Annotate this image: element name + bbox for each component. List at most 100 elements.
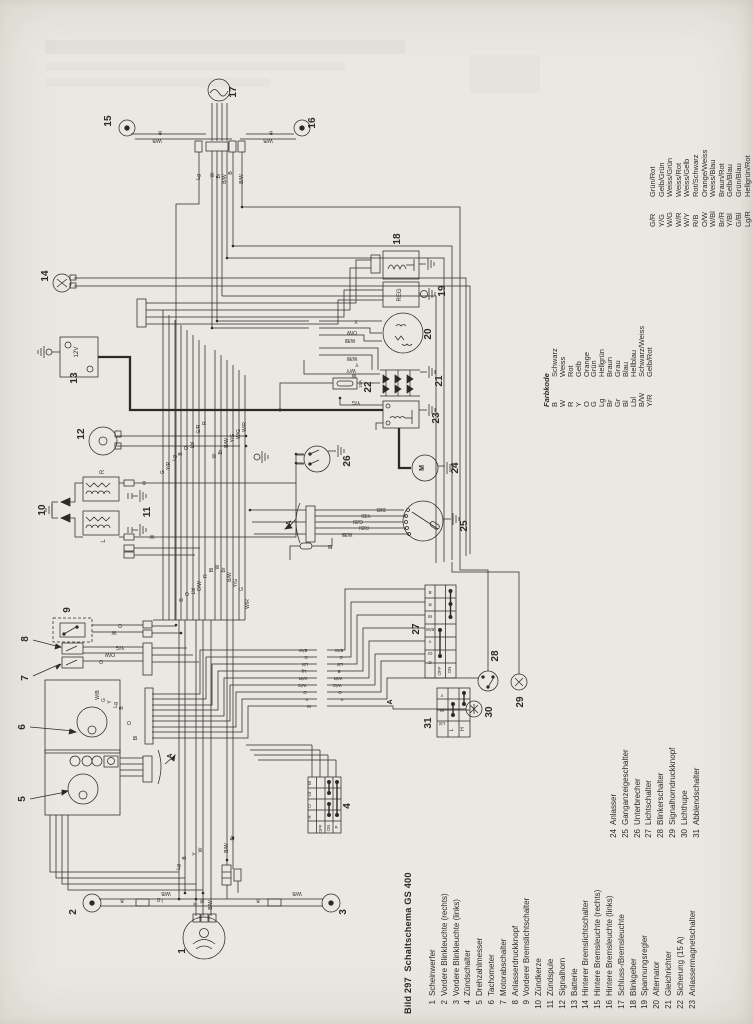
bleedthrough-block (470, 55, 540, 93)
wire-label: G (339, 655, 343, 660)
wire-label: W/R (242, 422, 248, 432)
wire-label: ON (326, 825, 331, 832)
wire-label: ON (447, 667, 452, 674)
wire-label: L (449, 728, 455, 731)
component-number: 3 (338, 909, 349, 915)
component-number: 30 (484, 706, 495, 718)
wire-label: Y (440, 693, 443, 698)
flasher-relay-symbol (370, 250, 435, 280)
wire-label: Lg (157, 897, 163, 903)
component-list-item: 31Abblendschalter (691, 767, 701, 838)
junction-dots (174, 205, 342, 901)
wire-label: B (182, 856, 188, 860)
turn-signal-switch-symbol (477, 670, 499, 692)
component-list-item: 19Spannungsregler (640, 935, 650, 1009)
wire-label: W (198, 847, 204, 852)
wire-label: B/W (239, 174, 245, 184)
rectifier-symbol (380, 366, 436, 397)
front-turn-signal-right-symbol (321, 893, 341, 913)
wire-label: B/W (224, 843, 230, 853)
component-list-item: 9Vorderer Bremslichtschalter (522, 897, 532, 1005)
wire-label: R (202, 421, 208, 425)
component-list-item: 25Ganganzeigeschalter (620, 749, 630, 838)
component-number: 27 (411, 623, 422, 635)
bleedthrough-text (45, 40, 405, 54)
tail-brake-lamp-symbol (207, 78, 231, 102)
component-list-item: 10Zündkerze (534, 958, 544, 1009)
rear-brake-switch-symbol (52, 273, 77, 293)
component-number: 21 (434, 375, 445, 387)
front-turn-signal-left-symbol (82, 893, 102, 913)
position-lamp-unit (221, 864, 242, 886)
wire-label: 15A (358, 380, 363, 388)
wire-label: R (100, 469, 106, 474)
voltage-regulator-symbol (382, 281, 436, 308)
wire-label: O/W (197, 581, 203, 591)
battery-symbol (37, 336, 99, 378)
wire-label: W (439, 708, 444, 713)
wire-label: W (351, 372, 356, 378)
component-list-item: 14Hinterer Bremslichtschalter (581, 899, 591, 1009)
wire-label: Bl (209, 568, 215, 572)
wire-label: W/B (152, 137, 162, 143)
starter-motor-symbol (411, 454, 454, 482)
rear-turn-signal-right-symbol (118, 119, 136, 137)
wires-top (74, 103, 471, 620)
wire-label: W/G (297, 683, 306, 688)
wire-label: R (203, 574, 209, 578)
component-list-item: 18Blinkgeber (628, 958, 638, 1009)
wire-label: W/G (332, 683, 341, 688)
component-number: 25 (459, 520, 470, 532)
component-number: 15 (103, 115, 114, 127)
component-list-item: 29Signalhorndruckknopf (667, 747, 677, 838)
wire-label: P (334, 825, 339, 828)
wire-label: OFF (437, 666, 442, 675)
component-list-item: 5Drehzahlmesser (475, 937, 485, 1005)
component-number: 24 (450, 462, 461, 474)
tail-harness-connector (194, 140, 246, 153)
wire-label: B (256, 897, 260, 903)
component-list-item: 21Gleichrichter (663, 951, 673, 1009)
wire-label: W (149, 533, 154, 539)
component-number: A (167, 753, 174, 758)
wire-label: B (179, 598, 185, 602)
component-list-item: 22Sicherung (15 A) (675, 936, 685, 1009)
wire-label: Lg (113, 702, 119, 708)
wire-label: L (101, 539, 107, 543)
component-list-item: 16Hintere Bremsleuchte (links) (604, 895, 614, 1009)
gauge-cluster (29, 679, 121, 816)
wire-label: Gr (307, 791, 312, 797)
wire-label: Lg (172, 455, 178, 461)
switch-connector (142, 629, 153, 638)
wire-label: O (99, 658, 103, 664)
wire-label: G (304, 655, 308, 660)
component-number: 6 (17, 724, 28, 730)
component-number: 8 (20, 636, 31, 642)
component-number: 17 (228, 86, 239, 98)
wire-label: Y (428, 639, 431, 644)
wire-label: W/B (161, 890, 171, 896)
wire-label: Bl (307, 781, 312, 785)
wire-label: W/Bl (347, 355, 358, 361)
wire-label: Lg (196, 174, 202, 180)
starter-button-symbol (32, 639, 84, 655)
wire-label: R/Bl (359, 524, 368, 530)
battery-cable (98, 355, 411, 470)
component-number: 9 (62, 607, 73, 613)
wire-label: W/Bl (342, 531, 353, 537)
wire-label: Y (355, 361, 359, 367)
main-connector (136, 298, 147, 328)
component-number: 10 (37, 504, 48, 516)
wire-label: O/W (105, 651, 115, 657)
horn-button-symbol (510, 673, 528, 691)
component-list-item: 24Anlasser (609, 793, 618, 838)
wire-label: W/B (95, 690, 101, 700)
wire-label: O/W (347, 329, 357, 335)
component-number: 2 (68, 909, 79, 915)
